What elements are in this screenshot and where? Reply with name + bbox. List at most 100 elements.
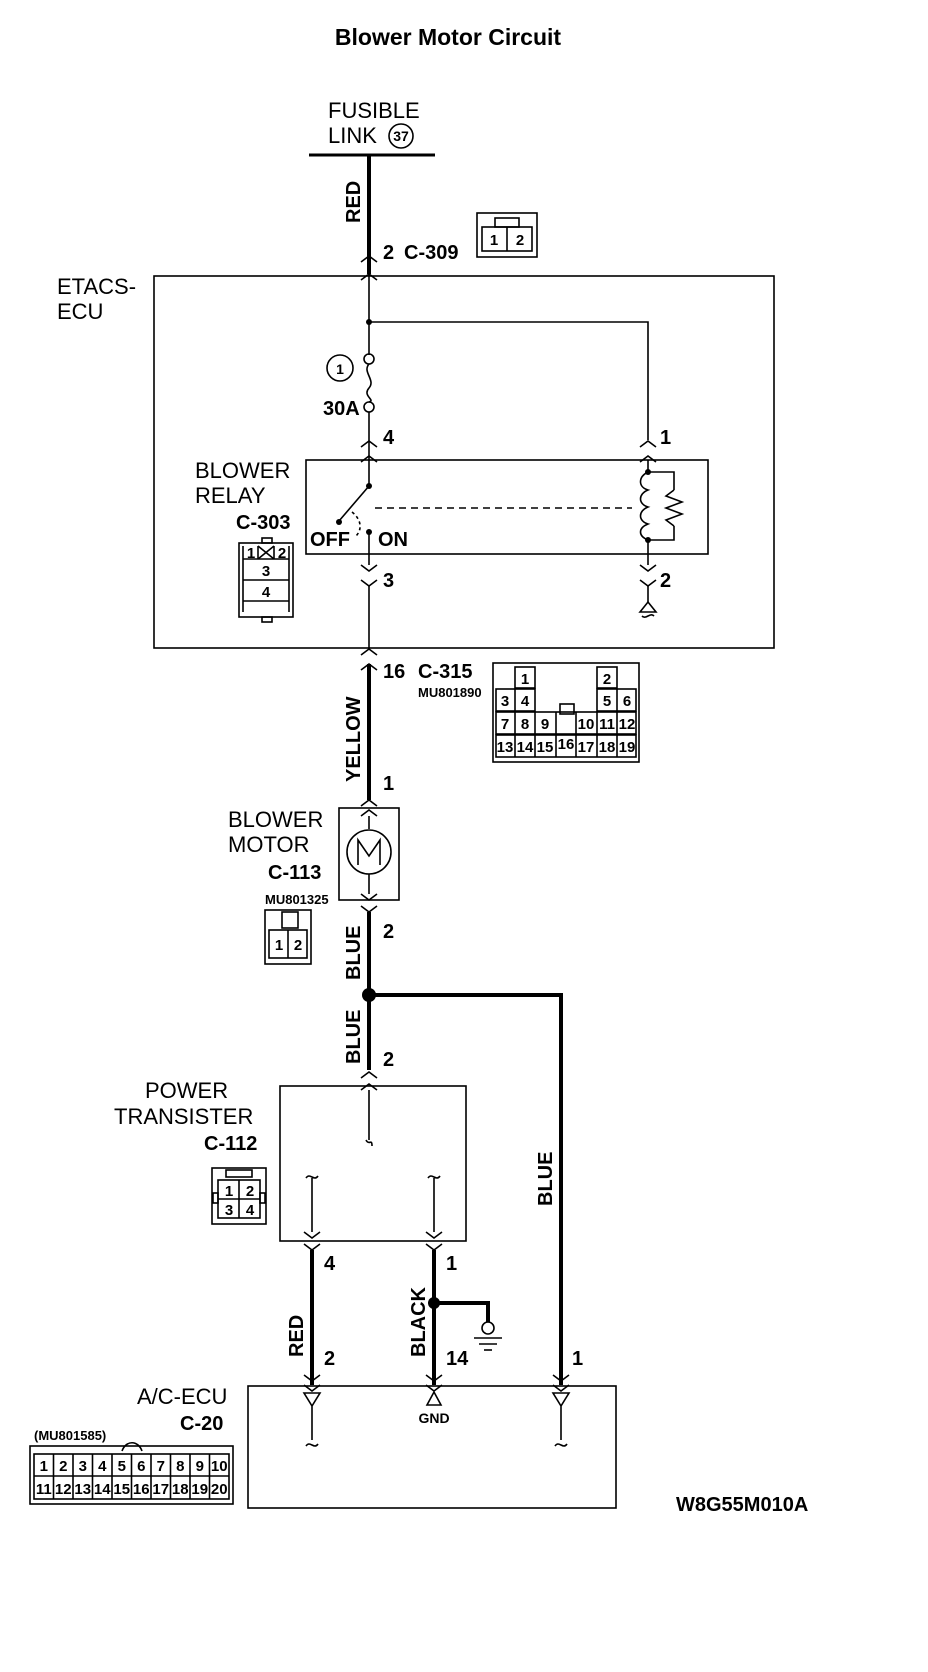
transistor-pin-2: 2: [383, 1049, 394, 1071]
ac-ecu-pin-1: 1: [572, 1348, 583, 1370]
c113-connector-face: 1 2: [264, 909, 312, 965]
c315-connector-face: 1 2 3 4 5 6 7 8 9 10 11 12 13 14 15 16 1…: [492, 662, 640, 763]
c315-cell-19: 19: [619, 739, 636, 756]
c315-cell-8: 8: [521, 716, 529, 733]
relay-pin3-marker: [360, 564, 378, 587]
c20-cell-5: 5: [118, 1458, 126, 1475]
c309-name: C-309: [404, 242, 458, 264]
fuse-number: 1: [336, 361, 344, 377]
c112-name: C-112: [204, 1133, 257, 1155]
c20-cell-11: 11: [36, 1481, 52, 1498]
c20-cell-7: 7: [157, 1458, 165, 1475]
motor-icon: [346, 829, 392, 875]
black-wire-ground-branch: [434, 1301, 490, 1322]
c315-cell-1: 1: [521, 671, 529, 688]
diagram-title: Blower Motor Circuit: [335, 24, 562, 50]
relay-label-2: RELAY: [195, 483, 266, 508]
wire-label-black: BLACK: [408, 1286, 430, 1357]
fusible-link-label-2: LINK: [328, 123, 377, 148]
ac-ecu-input-pin2: [302, 1392, 322, 1447]
relay-switch-arm: [338, 485, 370, 522]
c315-cell-7: 7: [501, 716, 509, 733]
power-transistor-box: [279, 1085, 467, 1242]
motor-pin1-marker: [360, 799, 378, 817]
ac-ecu-pin-14: 14: [446, 1348, 469, 1370]
c309-pin-number: 2: [383, 242, 394, 264]
c20-cell-16: 16: [133, 1481, 150, 1498]
c20-cell-18: 18: [172, 1481, 189, 1498]
fusible-link-label-1: FUSIBLE: [328, 98, 420, 123]
relay-label-1: BLOWER: [195, 458, 290, 483]
c20-cell-4: 4: [98, 1458, 107, 1475]
c315-cell-12: 12: [619, 716, 636, 733]
wire-blue-to-ac-ecu: [369, 993, 563, 1385]
c20-cell-1: 1: [40, 1458, 48, 1475]
wire-label-blue-motor: BLUE: [343, 926, 365, 980]
c20-cell-14: 14: [94, 1481, 111, 1498]
c20-cell-20: 20: [211, 1481, 228, 1498]
fuse-rating: 30A: [323, 398, 360, 420]
c315-cell-4: 4: [521, 693, 530, 710]
relay-pin2-marker: [639, 564, 657, 587]
c20-part-number: (MU801585): [34, 1428, 106, 1443]
relay-resistor-bottom-lead: [648, 526, 675, 541]
c20-cell-12: 12: [55, 1481, 72, 1498]
coil-ground-symbol: [638, 600, 658, 618]
transistor-label-1: POWER: [145, 1078, 228, 1103]
figure-code: W8G55M010A: [676, 1494, 808, 1516]
transistor-internal-pin1: [427, 1175, 441, 1232]
fusible-link-number-badge: 37: [388, 123, 414, 149]
etacs-label-1: ETACS-: [57, 274, 136, 299]
etacs-label-2: ECU: [57, 299, 103, 324]
c315-cell-6: 6: [623, 693, 631, 710]
wire-label-blue-ecu: BLUE: [535, 1152, 557, 1206]
c315-name: C-315: [418, 661, 472, 683]
resistor-icon: [663, 489, 685, 527]
c20-cell-8: 8: [176, 1458, 184, 1475]
blower-relay-box: [305, 459, 709, 555]
ac-ecu-pin1-marker: [552, 1374, 570, 1392]
c112-cell-2: 2: [246, 1183, 254, 1200]
transistor-internal-pin4: [305, 1175, 319, 1232]
c315-cell-13: 13: [497, 739, 514, 756]
c315-cell-17: 17: [578, 739, 595, 756]
c112-cell-4: 4: [246, 1202, 255, 1219]
c113-part-number: MU801325: [265, 892, 329, 907]
relay-off-label: OFF: [310, 529, 350, 551]
fusible-link-number: 37: [393, 128, 409, 144]
motor-label-2: MOTOR: [228, 832, 309, 857]
relay-pin-3: 3: [383, 570, 394, 592]
c303-cell-2: 2: [278, 545, 286, 562]
ac-ecu-box: [247, 1385, 617, 1509]
c20-cell-13: 13: [74, 1481, 91, 1498]
c315-cell-10: 10: [578, 716, 595, 733]
fuse-number-badge: [326, 354, 354, 382]
c303-connector-face: 1 2 3 4: [238, 537, 294, 623]
motor-pin-1: 1: [383, 773, 394, 795]
c315-pin-number: 16: [383, 661, 405, 683]
c20-cell-6: 6: [137, 1458, 145, 1475]
wire-label-red-bottom: RED: [286, 1315, 308, 1357]
c20-name: C-20: [180, 1413, 223, 1435]
c303-cell-3: 3: [262, 563, 270, 580]
transistor-pin2-marker: [360, 1071, 378, 1091]
motor-pin-2: 2: [383, 921, 394, 943]
c112-cell-3: 3: [225, 1202, 233, 1219]
c309-connector-face: 1 2: [476, 212, 538, 258]
c303-cell-1: 1: [247, 545, 255, 562]
relay-off-contact: [336, 519, 342, 525]
c20-cell-9: 9: [196, 1458, 204, 1475]
relay-pin1-marker: [639, 440, 657, 463]
c113-name: C-113: [268, 862, 321, 884]
c315-cell-14: 14: [517, 739, 534, 756]
c113-cell-1: 1: [275, 937, 283, 954]
ac-ecu-input-pin1: [551, 1392, 571, 1447]
wire-label-red-top: RED: [343, 181, 365, 223]
relay-pin-1: 1: [660, 427, 671, 449]
c20-cell-17: 17: [152, 1481, 169, 1498]
c303-name: C-303: [236, 512, 290, 534]
c113-cell-2: 2: [294, 937, 302, 954]
ac-ecu-gnd-marker: [425, 1390, 443, 1406]
